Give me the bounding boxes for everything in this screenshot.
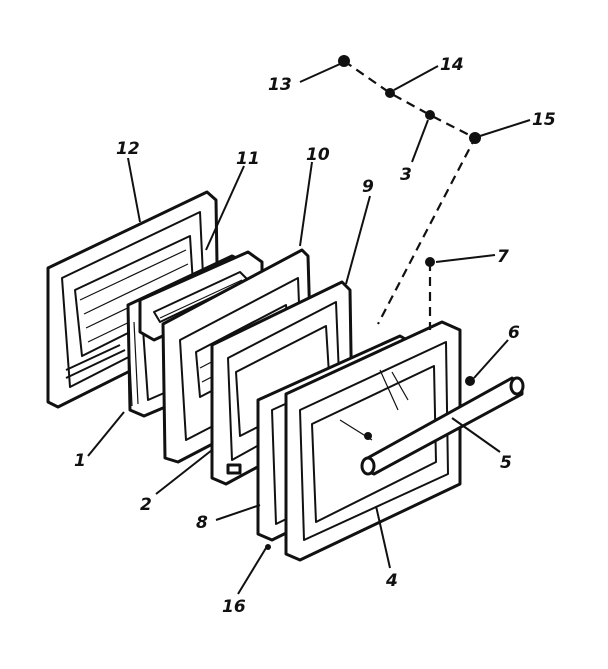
door-handle bbox=[360, 376, 525, 476]
screw-3 bbox=[425, 110, 435, 120]
callout-12: 12 bbox=[116, 139, 140, 159]
screw-handle bbox=[364, 432, 372, 440]
callout-labels: 13 14 3 15 7 6 5 4 8 16 1 2 9 10 11 12 bbox=[74, 55, 556, 617]
assembly-lines bbox=[343, 60, 477, 330]
leader-lines bbox=[87, 63, 531, 595]
screw-6 bbox=[465, 376, 475, 386]
callout-7: 7 bbox=[497, 247, 509, 267]
callout-14: 14 bbox=[440, 55, 464, 75]
callout-1: 1 bbox=[74, 451, 86, 471]
front-door bbox=[284, 320, 462, 562]
callout-4: 4 bbox=[385, 571, 398, 591]
callout-11: 11 bbox=[236, 149, 260, 169]
callout-8: 8 bbox=[196, 513, 208, 533]
callout-10: 10 bbox=[306, 145, 330, 165]
callout-3: 3 bbox=[400, 165, 412, 185]
callout-2: 2 bbox=[140, 495, 152, 515]
callout-9: 9 bbox=[362, 177, 374, 197]
callout-5: 5 bbox=[500, 453, 512, 473]
callout-15: 15 bbox=[532, 110, 556, 130]
callout-13: 13 bbox=[268, 75, 292, 95]
callout-16: 16 bbox=[222, 597, 246, 617]
callout-6: 6 bbox=[508, 323, 520, 343]
